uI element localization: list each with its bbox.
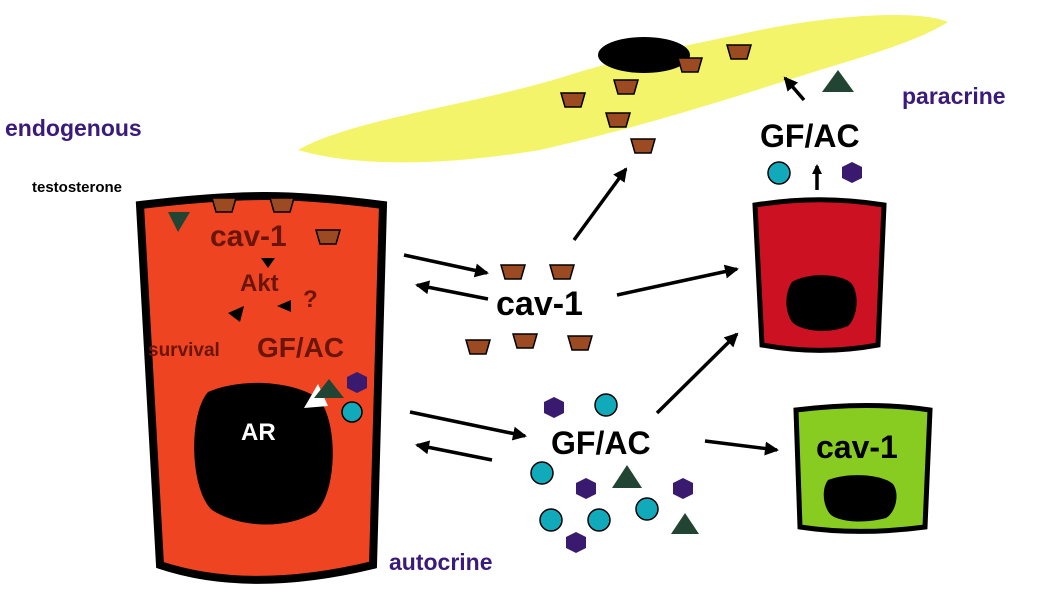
label-paracrine-gfac: GF/AC <box>760 118 860 154</box>
caveolin-particle <box>315 229 341 245</box>
caveolin-particle <box>726 44 752 60</box>
label-paracrine: paracrine <box>902 83 1006 109</box>
arrow-to-akt <box>261 258 275 268</box>
arrow-gfac-to-fibroblast <box>783 76 806 102</box>
main-nucleus <box>194 382 333 525</box>
center-gf-molecules <box>530 393 699 553</box>
fibroblast-caveolin-group <box>560 44 752 154</box>
caveolin-particle <box>677 57 703 73</box>
arrow-cav1-to-fibroblast <box>572 167 628 242</box>
caveolin-particle <box>549 264 575 280</box>
gf-triangle <box>612 465 642 488</box>
caveolin-particle <box>567 335 593 351</box>
arrow-gfac-to-red-cell <box>655 332 739 415</box>
label-testosterone: testosterone <box>32 179 122 196</box>
caveolin-particle <box>560 92 586 108</box>
gf-triangle <box>314 379 344 398</box>
caveolin-particle <box>605 112 631 128</box>
label-question: ? <box>303 286 318 313</box>
arrow-gfac-to-main <box>415 440 493 462</box>
arrows <box>403 76 822 462</box>
label-center-cav1: cav-1 <box>496 285 583 323</box>
internal-arrows <box>228 258 291 322</box>
label-green-cell-cav1: cav-1 <box>816 429 898 465</box>
gf-triangle <box>822 70 854 92</box>
gf-hexagon-purple <box>544 397 564 418</box>
gf-hexagon-purple <box>673 478 693 499</box>
arrow-gfac-to-green-cell <box>704 439 779 456</box>
caveolin-particle <box>211 197 237 213</box>
caveolin-particle <box>500 264 526 280</box>
gf-circle-teal <box>539 508 563 532</box>
gf-circle-teal <box>587 508 611 532</box>
arrow-to-gfac <box>277 300 291 312</box>
green-cell-nucleus <box>823 475 897 522</box>
arrow-main-to-gfac <box>409 410 527 441</box>
label-main-cav1: cav-1 <box>210 220 287 253</box>
caveolin-particle <box>269 197 295 213</box>
center-caveolin-group <box>465 264 593 355</box>
gf-hexagon-purple <box>842 162 862 183</box>
arrow-cav1-to-main <box>415 280 489 301</box>
arrow-main-to-cav1 <box>403 253 489 278</box>
gf-circle-teal <box>767 161 791 185</box>
gf-circle-teal <box>530 461 554 485</box>
label-center-gfac: GF/AC <box>551 425 651 461</box>
red-cell-nucleus <box>786 275 857 331</box>
paracrine-gf-molecules <box>767 70 862 185</box>
label-main-gfac: GF/AC <box>257 332 344 363</box>
arrow-cav1-to-red-cell <box>616 264 739 297</box>
label-survival: survival <box>148 340 220 361</box>
gf-hexagon-purple <box>576 478 596 499</box>
fibroblast-nucleus <box>598 37 690 73</box>
label-akt: Akt <box>240 270 279 297</box>
label-autocrine: autocrine <box>389 549 493 575</box>
label-ar: AR <box>241 419 276 446</box>
main-caveolin-group <box>211 197 341 245</box>
caveolin-particle <box>512 333 538 349</box>
label-endogenous: endogenous <box>5 115 142 141</box>
gf-circle-teal <box>635 497 659 521</box>
caveolin-particle <box>630 138 656 154</box>
gf-circle-teal <box>594 393 618 417</box>
testosterone-triangle <box>168 212 190 232</box>
caveolin-particle <box>465 339 491 355</box>
gf-hexagon-purple <box>566 532 586 553</box>
gf-hexagon-purple <box>347 372 367 393</box>
gf-circle-teal <box>341 401 363 423</box>
arrow-to-survival <box>228 306 244 322</box>
gf-triangle <box>671 513 699 534</box>
caveolin-particle <box>613 79 639 95</box>
